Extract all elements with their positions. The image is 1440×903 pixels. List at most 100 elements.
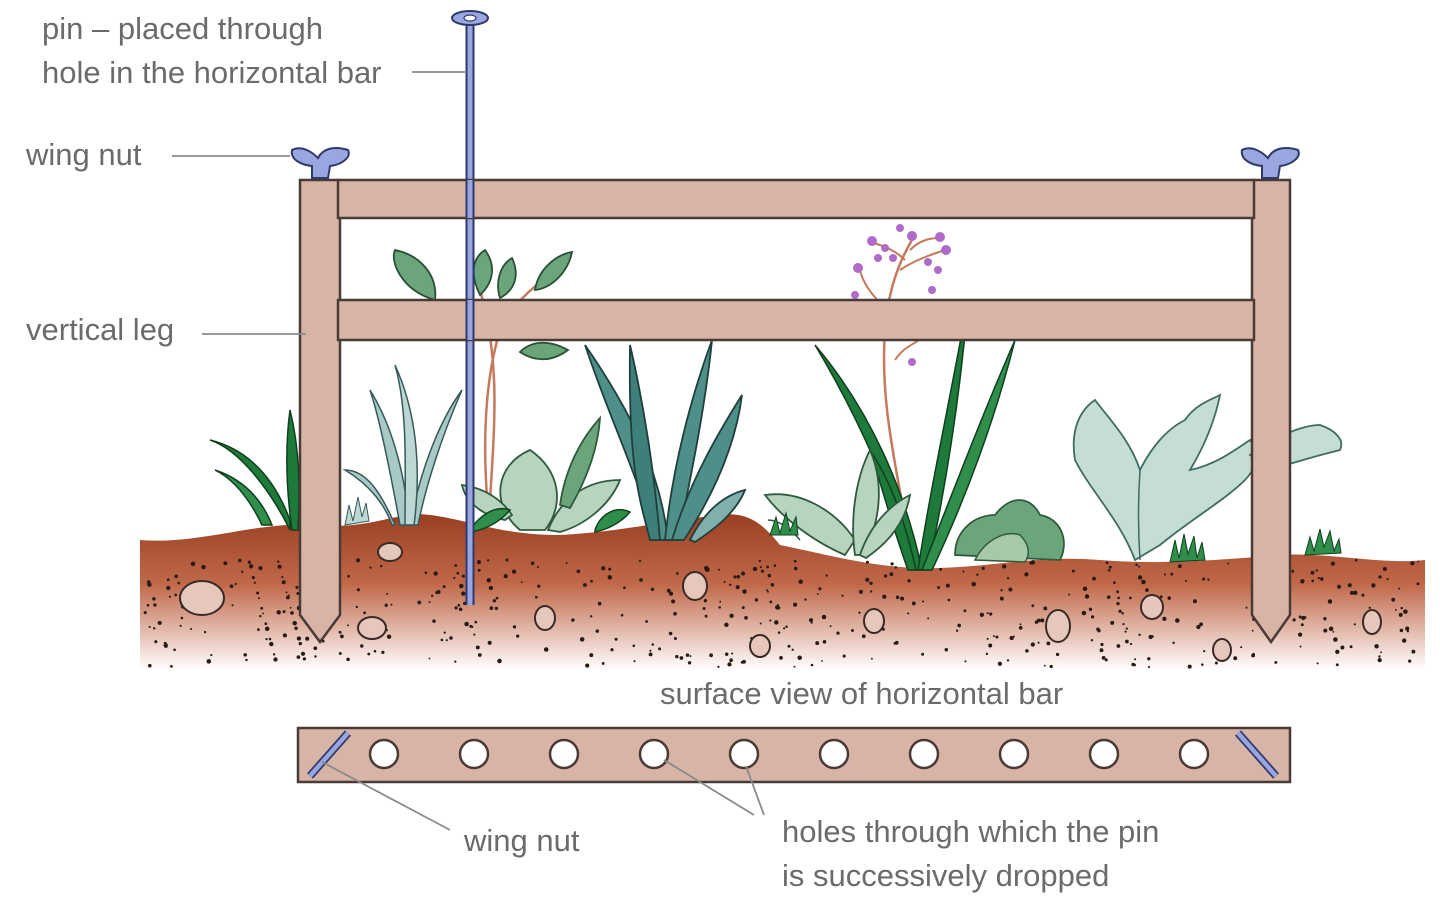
soil-speckle — [815, 641, 820, 646]
soil-speckle — [1214, 661, 1218, 665]
soil-speckle — [148, 625, 151, 628]
soil-speckle — [281, 576, 284, 579]
soil-speckle — [760, 569, 765, 573]
soil-speckle — [1110, 620, 1115, 625]
soil-speckle — [174, 593, 178, 597]
soil-speckle — [579, 637, 585, 642]
soil-speckle — [808, 618, 814, 623]
soil-speckle — [1024, 572, 1029, 577]
soil-speckle — [435, 591, 439, 595]
soil-speckle — [1092, 576, 1096, 581]
soil-speckle — [735, 585, 740, 590]
soil-speckle — [253, 581, 256, 584]
soil-speckle — [894, 566, 898, 569]
soil-speckle — [1410, 561, 1415, 566]
soil-speckles — [143, 558, 1420, 669]
soil-speckle — [1118, 609, 1122, 613]
soil-speckle — [798, 579, 803, 584]
soil-speckle — [589, 615, 593, 618]
soil-speckle — [384, 603, 388, 607]
bar-hole — [728, 738, 760, 770]
soil-speckle — [675, 654, 679, 659]
label-pin-line2: hole in the horizontal bar — [42, 55, 382, 90]
soil-speckle — [632, 644, 636, 648]
soil-speckle — [1398, 587, 1401, 590]
soil-speckle — [1129, 596, 1132, 600]
soil-speckle — [243, 653, 247, 657]
bar-hole — [548, 738, 580, 770]
soil-speckle — [1121, 612, 1124, 615]
soil-speckle — [744, 615, 748, 620]
soil-speckle — [981, 566, 985, 570]
soil-speckle — [428, 657, 431, 660]
soil-speckle — [1113, 581, 1116, 584]
soil-speckle — [154, 640, 158, 644]
soil-speckle — [1145, 588, 1149, 592]
wing-nut-left-icon — [290, 147, 350, 179]
soil-speckle — [497, 658, 502, 664]
soil-speckle — [445, 639, 448, 642]
soil-speckle — [157, 620, 162, 625]
soil-speckle — [475, 645, 480, 650]
soil-speckle — [471, 625, 474, 629]
soil-speckle — [769, 600, 773, 604]
soil-speckle — [779, 656, 783, 660]
soil-speckle — [173, 648, 176, 652]
soil-speckle — [1177, 564, 1182, 569]
soil-speckle — [1227, 562, 1230, 565]
soil-speckle — [229, 584, 234, 589]
soil-speckle — [386, 592, 389, 595]
soil-speckle — [369, 566, 372, 569]
soil-speckle — [536, 566, 539, 569]
soil-speckle — [180, 616, 184, 620]
soil-speckle — [614, 637, 618, 641]
vertical-leg-left — [298, 178, 342, 645]
soil-speckle — [1000, 589, 1003, 592]
soil-speckle — [1311, 579, 1314, 583]
soil-speckle — [1316, 662, 1319, 665]
soil-speckle — [1398, 612, 1403, 617]
soil-speckle — [1090, 638, 1094, 642]
soil-speckle — [177, 581, 180, 585]
soil-speckle — [1025, 649, 1029, 653]
soil-speckle — [752, 566, 758, 572]
soil-speckle — [666, 588, 671, 593]
soil-speckle — [223, 561, 228, 566]
soil-speckle — [724, 622, 729, 628]
soil-speckle — [882, 594, 887, 599]
soil-speckle — [869, 590, 873, 593]
soil-speckle — [153, 603, 157, 607]
soil-speckle — [679, 656, 684, 660]
soil-speckle — [302, 657, 307, 661]
soil-speckle — [1137, 575, 1143, 580]
soil-speckle — [1378, 575, 1382, 579]
plants — [209, 224, 1343, 571]
soil-speckle — [282, 633, 287, 638]
soil-speckle — [767, 573, 772, 578]
soil-speckle — [264, 626, 270, 632]
soil-speckle — [870, 657, 873, 660]
soil-speckle — [1185, 579, 1187, 582]
soil-speckle — [927, 617, 930, 620]
label-vertical-leg: vertical leg — [26, 312, 174, 347]
soil-speckle — [296, 655, 301, 659]
soil-speckle — [168, 595, 172, 598]
soil-speckle — [1199, 622, 1203, 627]
soil-speckle — [601, 661, 605, 665]
soil-speckle — [649, 649, 652, 652]
soil-speckle — [976, 573, 979, 576]
soil-speckle — [810, 663, 814, 667]
soil-speckle — [245, 658, 248, 662]
soil-speckle — [1233, 656, 1238, 661]
horizontal-bar-lower — [336, 298, 1256, 342]
soil-speckle — [260, 606, 264, 610]
soil-speckle — [273, 657, 278, 662]
soil-speckle — [1416, 582, 1420, 586]
soil-speckle — [907, 612, 910, 615]
soil-speckle — [890, 562, 894, 566]
soil-speckle — [1361, 593, 1365, 597]
soil-speckle — [989, 612, 993, 616]
soil-speckle — [1104, 658, 1108, 662]
soil-speckle — [1006, 577, 1010, 580]
soil-speckle — [454, 564, 458, 567]
